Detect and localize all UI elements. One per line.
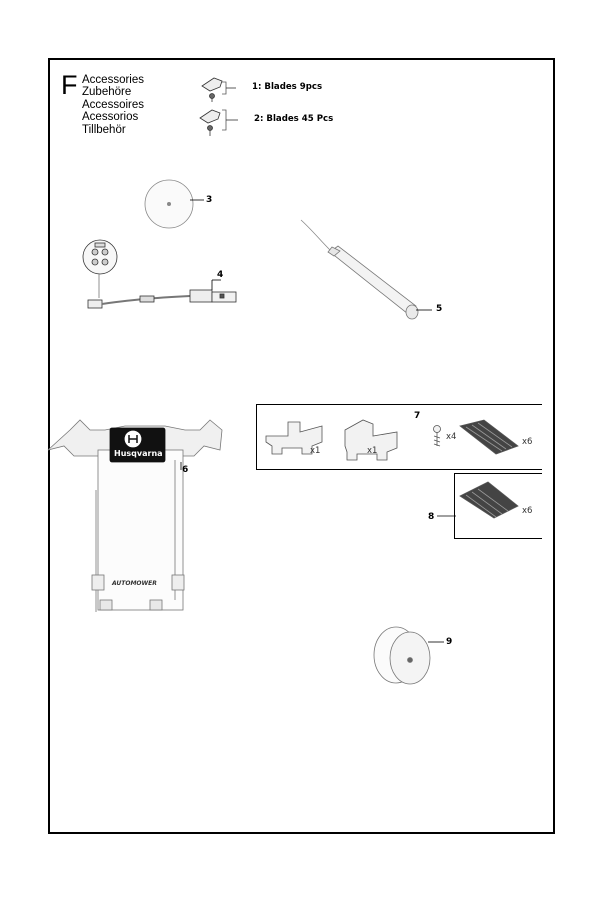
- part-number-4: 4: [217, 270, 224, 280]
- title-de: Zubehöre: [82, 86, 132, 99]
- blades-9-label: 1: Blades 9pcs: [252, 82, 323, 92]
- qty-screw: x4: [446, 432, 457, 442]
- part-number-3: 3: [206, 195, 213, 205]
- part-number-5: 5: [436, 304, 443, 314]
- part-number-8: 8: [428, 512, 435, 522]
- part-number-6: 6: [182, 465, 189, 475]
- part-7-box: [256, 404, 542, 470]
- part-number-9: 9: [446, 637, 453, 647]
- title-fr: Accessoires: [82, 98, 144, 111]
- title-sv: Tillbehör: [82, 123, 126, 136]
- section-letter: F: [61, 70, 78, 100]
- qty-skid-plate-7: x6: [522, 437, 533, 447]
- section-titles: Accessories Zubehöre Accessoires Acessor…: [82, 74, 144, 136]
- qty-bracket-right: x1: [367, 446, 378, 456]
- part-8-box: [454, 473, 542, 539]
- logo-brand-text: Husqvarna: [114, 449, 163, 458]
- qty-bracket-left: x1: [310, 446, 321, 456]
- qty-skid-plate-8: x6: [522, 506, 533, 516]
- title-en: Accessories: [82, 74, 144, 86]
- title-pt: Acessorios: [82, 111, 139, 124]
- logo-product-text: AUTOMOWER: [112, 580, 157, 587]
- blades-45-label: 2: Blades 45 Pcs: [254, 114, 334, 124]
- part-number-7: 7: [414, 411, 421, 421]
